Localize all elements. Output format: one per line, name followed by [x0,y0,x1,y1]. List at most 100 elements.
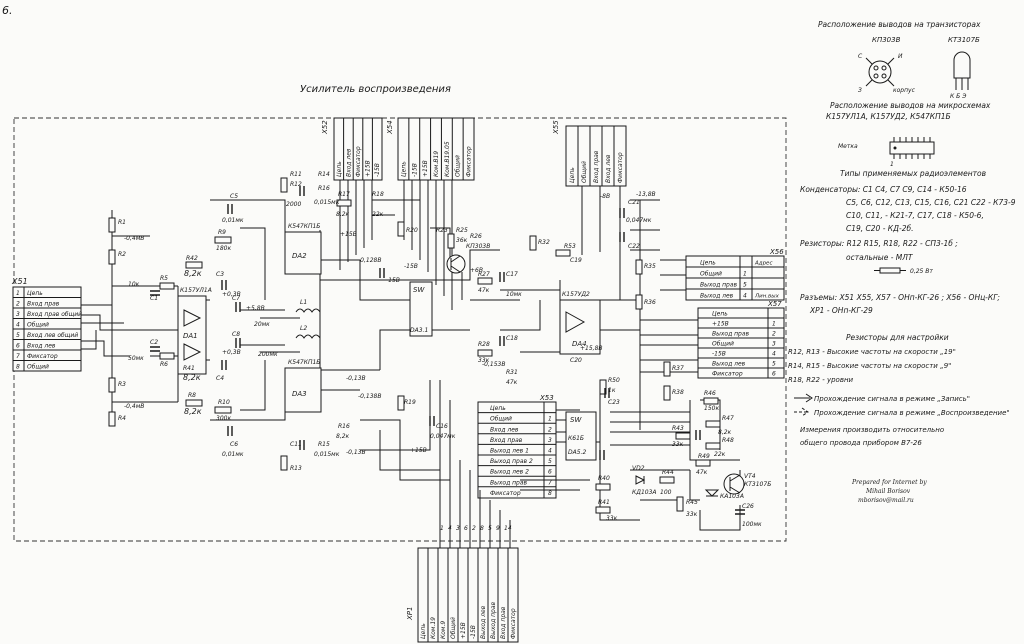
svg-text:R50: R50 [608,377,620,384]
svg-text:L1: L1 [300,299,307,306]
svg-text:-15В: -15В [386,277,400,284]
x53-ref: Х53 [539,394,554,402]
svg-text:R44: R44 [662,469,674,476]
x53rows-pin: 7 [548,479,552,486]
x55cols-label: Фиксатор [617,152,624,183]
resistor-r11 [280,177,288,193]
ic-da52: SW К61Б DA5.2 [565,411,597,461]
svg-text:100мк: 100мк [742,521,762,528]
x52cols-label: Цепь [336,161,343,177]
svg-text:-0,153В: -0,153В [482,361,505,368]
x55-ref: Х55 [552,120,560,135]
resistor-r41 [595,506,611,514]
svg-text:Резисторы для настройки: Резисторы для настройки [846,333,949,342]
svg-text:Резисторы: R12 R15, R18, R22: Резисторы: R12 R15, R18, R22 - СП3-1б ; [800,239,958,248]
capacitor-c4 [221,360,227,370]
x56rows-pin: 1 [743,271,747,278]
svg-text:180к: 180к [216,245,231,252]
svg-text:1: 1 [890,161,894,168]
resistor-r32 [529,235,537,251]
svg-text:0,01мк: 0,01мк [222,217,244,224]
x57rows-label: Цепь [712,311,728,318]
svg-text:C18: C18 [506,335,518,342]
svg-text:R32: R32 [538,239,550,246]
schematic-title: Усилитель воспроизведения [300,84,451,95]
svg-text:47к: 47к [506,379,518,386]
capacitor-c5 [227,204,233,214]
xp1-pin-number: 9 [496,525,500,532]
xp1cols-label: Ком.9 [440,621,447,639]
x53rows-pin: 8 [548,490,552,497]
svg-text:К61Б: К61Б [568,435,584,442]
svg-text:-0,4мВ: -0,4мВ [124,403,144,410]
transistor-pinout: Расположение выводов на транзисторах КП3… [818,20,981,100]
svg-text:C5: C5 [230,193,238,200]
ic-da31: SW DA3.1 [409,281,433,337]
x53rows-pin: 1 [548,416,552,423]
svg-text:К Б Э: К Б Э [950,93,967,100]
x57rows-label: Выход лев [712,361,746,368]
resistor-r44 [659,476,675,484]
svg-text:К157УЛ1А: К157УЛ1А [180,287,212,294]
x57rows-label: +15В [712,321,729,328]
svg-text:С: С [858,53,863,60]
resistor-r2 [108,249,116,265]
x54cols-label: Ком.В19.05 [444,141,451,177]
resistor-r50 [599,379,607,395]
capacitor-c17 [499,272,505,282]
svg-text:22к: 22к [714,451,726,458]
svg-text:R6: R6 [160,361,168,368]
svg-text:Метка: Метка [838,143,858,150]
x57rows-pin: 4 [772,351,776,358]
component-types: Типы применяемых радиоэлементов Конденса… [800,169,1016,315]
svg-text:C4: C4 [216,375,224,382]
xp1cols-label: Фиксатор [510,608,517,639]
svg-text:DA5.2: DA5.2 [568,449,586,456]
svg-text:КТ3107Б: КТ3107Б [744,481,771,488]
svg-text:0,047мк: 0,047мк [430,433,456,440]
resistor-r17 [336,199,352,207]
x51rows-pin: 3 [16,311,20,318]
x55cols-label: Вход лев [605,154,612,183]
svg-text:-0,4мВ: -0,4мВ [124,235,144,242]
svg-text:33к: 33к [686,511,698,518]
svg-text:50мк: 50мк [128,355,144,362]
x52cols-label: Вход лев [345,148,352,177]
svg-text:КД103А: КД103А [632,489,657,496]
svg-text:R49: R49 [698,453,710,460]
svg-text:C7: C7 [232,295,240,302]
x53rows-label: Выход прав 2 [490,458,533,465]
svg-text:Измерения производить относите: Измерения производить относительно [800,426,944,434]
svg-text:R46: R46 [704,390,716,397]
resistor-r10 [214,406,232,414]
svg-text:-0,138В: -0,138В [358,393,381,400]
x51rows-label: Фиксатор [27,353,58,360]
svg-text:Расположение выводов на микрос: Расположение выводов на микросхемах [830,101,991,110]
resistor-r19 [397,395,405,411]
svg-text:C8: C8 [232,331,240,338]
legend-playback: Прохождение сигнала в режиме „Воспроизве… [814,409,1010,417]
transistor-vt1: КП303В [446,243,490,274]
xp1cols-label: Цепь [420,623,427,639]
svg-text:R37: R37 [672,365,684,372]
resistor-r38 [663,385,671,401]
diode-vd2: VD2 КД103А [632,465,657,496]
svg-text:R4: R4 [118,415,126,422]
svg-text:-15В: -15В [404,263,418,270]
x54cols-label: Фиксатор [466,146,473,177]
x57rows-pin: 3 [772,341,776,348]
svg-text:-13,8В: -13,8В [636,191,656,198]
x57rows-pin: 5 [772,361,776,368]
svg-text:C16: C16 [436,423,448,430]
capacitor-c21 [619,208,625,218]
svg-text:C22: C22 [628,243,640,250]
capacitor-c1 [150,290,160,296]
x52-ref: Х52 [321,120,329,135]
svg-text:R47: R47 [722,415,734,422]
capacitor-c14 [379,268,385,278]
x51rows-label: Общий [27,364,49,371]
x57-ref: Х57 [767,300,782,308]
